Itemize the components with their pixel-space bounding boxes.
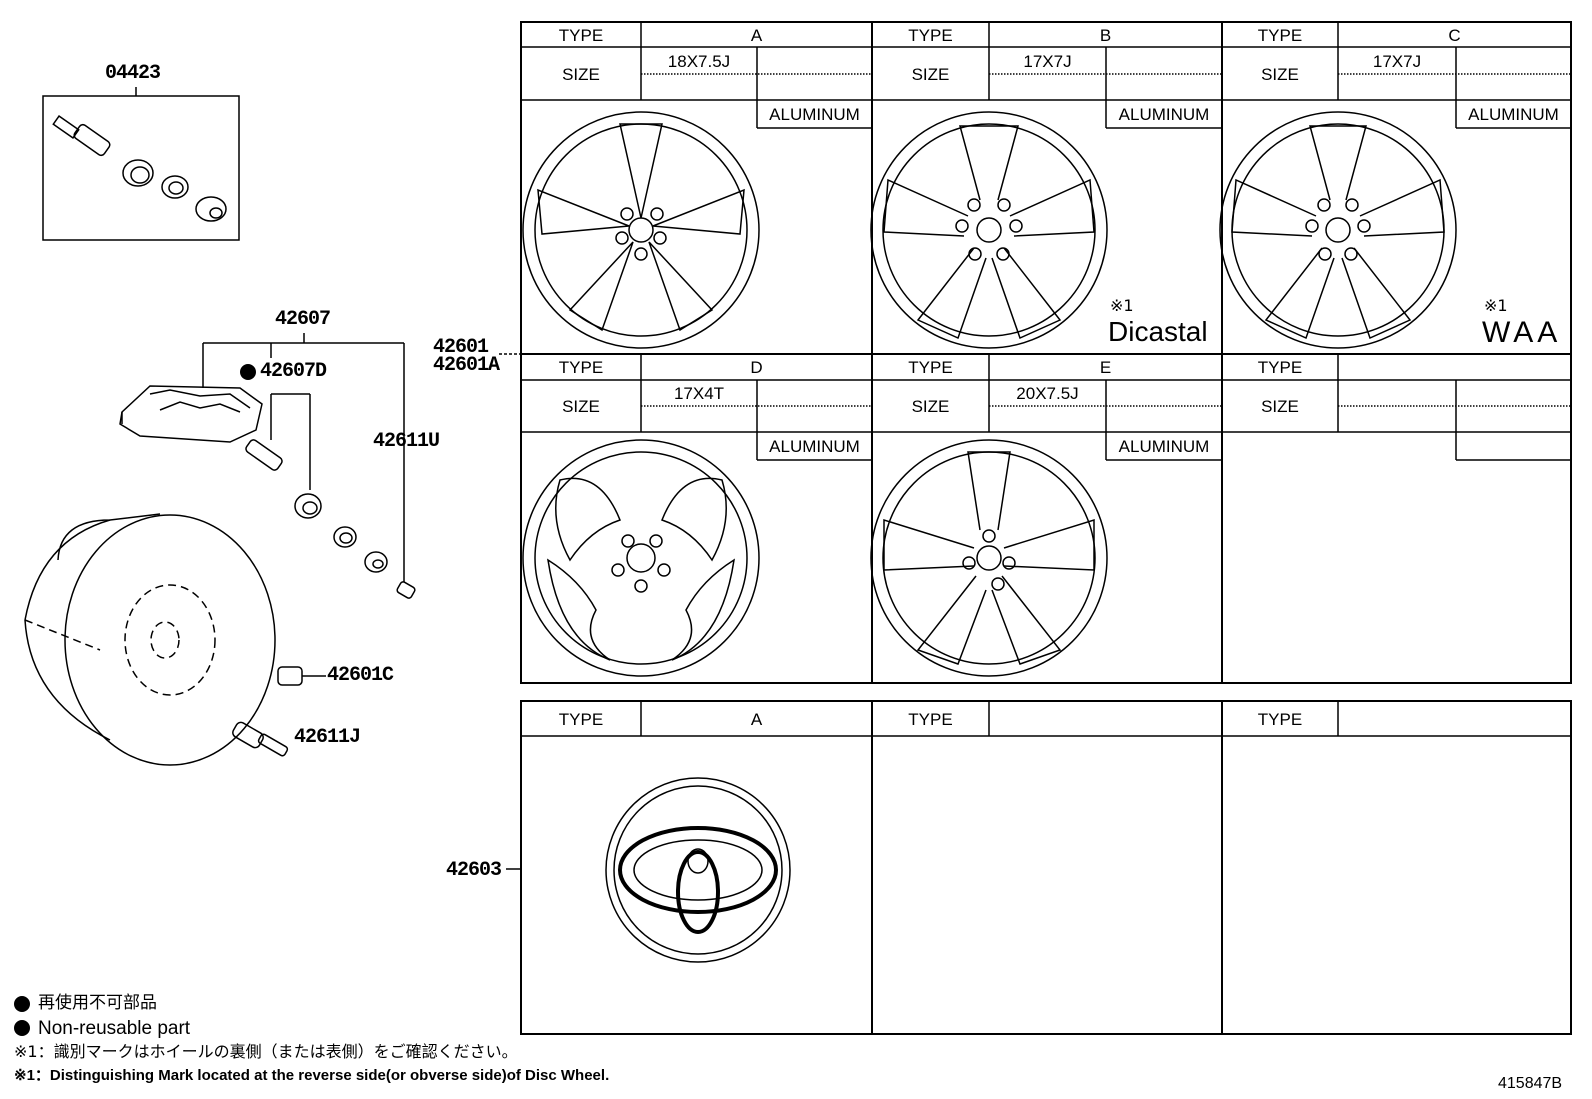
size-label: SIZE	[1261, 65, 1299, 84]
mark-note-en: ※1：Distinguishing Mark located at the re…	[14, 1067, 610, 1084]
part-number-42601C[interactable]: 42601C	[327, 664, 394, 687]
wheel-drawing-b	[870, 111, 1108, 349]
valve-cap-drawing	[277, 666, 326, 686]
diagram-id: 415847B	[1498, 1075, 1563, 1092]
type-label: TYPE	[908, 358, 953, 377]
material-e: ALUMINUM	[1118, 437, 1210, 456]
mark-note-jp: ※1：識別マークはホイールの裏側（または表側）をご確認ください。	[14, 1042, 518, 1061]
legend-nonreusable-en: Non-reusable part	[38, 1018, 191, 1039]
type-value-c: C	[1448, 26, 1461, 45]
size-label: SIZE	[1261, 397, 1299, 416]
valve-stem-drawing	[232, 721, 289, 757]
part-number-42607[interactable]: 42607	[275, 308, 331, 331]
size-value-c: 17X7J	[1372, 52, 1422, 71]
legend-nonreusable-jp: 再使用不可部品	[38, 993, 157, 1013]
cap-type-label: TYPE	[1257, 710, 1303, 729]
part-number-42611J[interactable]: 42611J	[294, 726, 361, 749]
type-label: TYPE	[558, 26, 604, 45]
legend-bullet-en	[14, 1020, 30, 1036]
size-value-e: 20X7.5J	[1016, 384, 1079, 403]
size-value-a: 18X7.5J	[667, 52, 731, 71]
cap-type-label: TYPE	[908, 710, 953, 729]
center-cap-drawing	[605, 777, 791, 963]
mark-note-b: ※1	[1110, 296, 1134, 315]
size-label: SIZE	[562, 397, 600, 416]
type-label: TYPE	[1257, 358, 1303, 377]
part-number-42601A[interactable]: 42601A	[433, 354, 500, 377]
part-number-04423[interactable]: 04423	[105, 62, 161, 85]
size-value-d: 17X4T	[673, 384, 725, 403]
type-label: TYPE	[1257, 26, 1303, 45]
part-number-42603[interactable]: 42603	[446, 859, 502, 882]
mark-dicastal: Dicastal	[1108, 316, 1208, 347]
material-d: ALUMINUM	[769, 437, 860, 456]
size-label: SIZE	[911, 65, 950, 84]
legend-bullet-jp	[14, 996, 30, 1012]
size-label: SIZE	[911, 397, 950, 416]
type-label: TYPE	[908, 26, 953, 45]
mark-waa: WAA	[1482, 316, 1562, 349]
wheel-drawing-a	[522, 111, 760, 349]
mark-note-c: ※1	[1484, 296, 1508, 315]
type-value-d: D	[750, 358, 763, 377]
cap-type-value-a: A	[750, 710, 763, 729]
type-value-b: B	[1099, 26, 1112, 45]
type-value-a: A	[750, 26, 763, 45]
type-value-e: E	[1099, 358, 1112, 377]
part-number-42607D[interactable]: 42607D	[260, 360, 327, 383]
cap-type-label: TYPE	[558, 710, 604, 729]
wheel-drawing-d	[522, 439, 760, 677]
tpms-sensor-drawing	[119, 385, 416, 599]
wheel-drawing-e	[870, 439, 1108, 677]
nonreusable-bullet	[240, 364, 256, 380]
part-number-42611U[interactable]: 42611U	[373, 430, 440, 453]
part-number-42601[interactable]: 42601	[433, 336, 489, 359]
material-a: ALUMINUM	[769, 105, 860, 124]
material-b: ALUMINUM	[1118, 105, 1210, 124]
type-label: TYPE	[558, 358, 604, 377]
wheel-drawing-c	[1219, 111, 1457, 349]
valve-kit-drawing	[52, 114, 227, 222]
size-label: SIZE	[562, 65, 600, 84]
tire-drawing	[24, 513, 276, 766]
material-c: ALUMINUM	[1468, 105, 1559, 124]
size-value-b: 17X7J	[1023, 52, 1072, 71]
